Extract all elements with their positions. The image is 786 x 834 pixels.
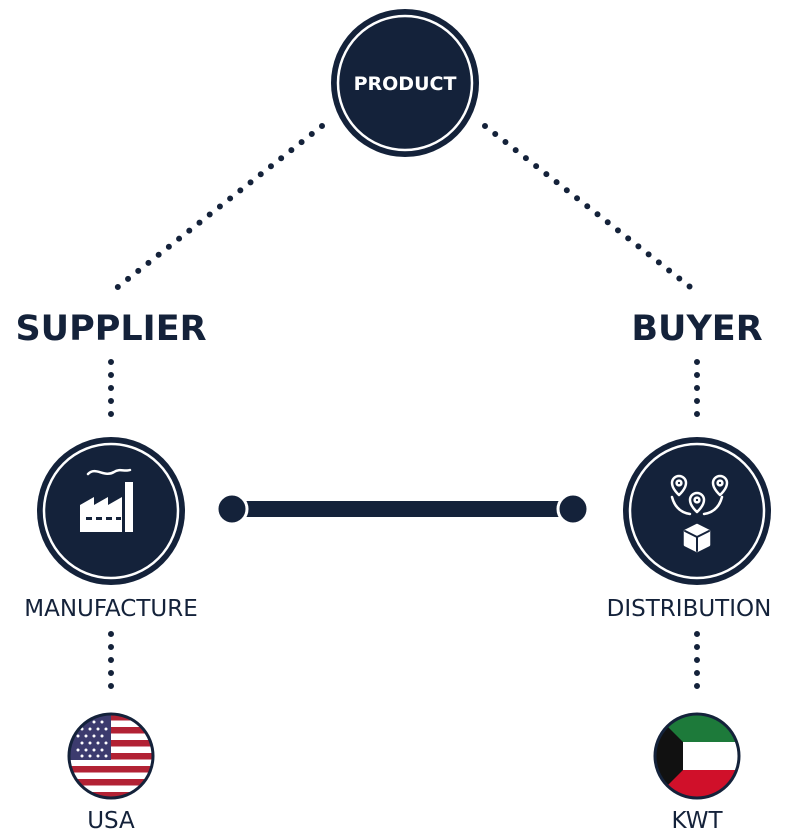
- kuwait-flag-icon: [653, 712, 741, 800]
- distribution-icon: [670, 474, 729, 553]
- supplier-role-label: SUPPLIER: [15, 309, 206, 349]
- distribution-node: [623, 437, 771, 585]
- product-buyer-connector: [482, 123, 697, 293]
- distribution-label: DISTRIBUTION: [607, 596, 772, 622]
- manufacture-label: MANUFACTURE: [24, 596, 198, 622]
- product-label: PRODUCT: [354, 73, 457, 95]
- factory-icon: [80, 468, 133, 532]
- usa-country-label: USA: [87, 808, 135, 834]
- kwt-country-label: KWT: [671, 808, 723, 834]
- manufacture-node: [37, 437, 185, 585]
- usa-flag-icon: [67, 712, 155, 800]
- link-endpoint-left: [215, 492, 249, 526]
- manufacture-distribution-link: [215, 492, 590, 526]
- product-supplier-connector: [111, 123, 325, 293]
- buyer-role-label: BUYER: [631, 309, 762, 349]
- link-endpoint-right: [556, 492, 590, 526]
- product-node: PRODUCT: [331, 9, 479, 157]
